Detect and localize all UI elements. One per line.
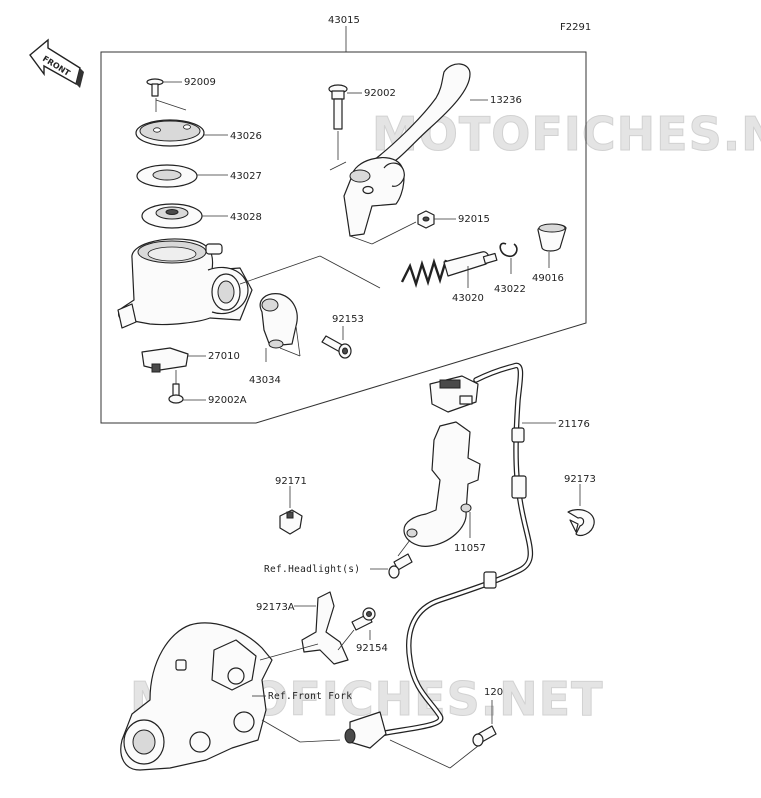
ref-headlight: Ref.Headlight(s) [264,539,413,579]
callout-43027: 43027 [230,171,262,182]
bracket-92173A: 92173A [256,591,349,665]
callout-92173: 92173 [564,474,596,485]
callout-43022: 43022 [494,284,526,295]
assembly-43015: 43015 [100,15,587,424]
callout-92015: 92015 [458,214,490,225]
bracket-11057: 11057 [403,421,486,554]
master-cylinder-body [117,238,381,329]
callout-43026: 43026 [230,131,262,142]
piston-43020: 43020 [400,251,498,304]
switch-27010: 27010 [141,347,240,373]
diaphragm-43028: 43028 [141,203,262,229]
callout-43034: 43034 [249,375,281,386]
front-arrow-icon: FRONT [29,38,84,88]
callout-27010: 27010 [208,351,240,362]
ref-front-fork: Ref.Front Fork [120,622,352,771]
callout-120: 120 [484,687,503,698]
plate-43027: 43027 [136,164,262,188]
callout-43020: 43020 [452,293,484,304]
callout-11057: 11057 [454,543,486,554]
clamp-92173: 92173 [564,474,596,537]
callout-21176: 21176 [558,419,590,430]
callout-92171: 92171 [275,476,307,487]
bolt-92153: 92153 [321,314,364,359]
lever-13236: 13236 [343,63,522,245]
cap-43026: 43026 [135,119,262,147]
callout-92154: 92154 [356,643,388,654]
clamp-43034: 43034 [249,293,301,386]
screw-92009: 92009 [146,77,216,112]
figure-code: F2291 [560,22,591,33]
callout-13236: 13236 [490,95,522,106]
screw-92002A: 92002A [168,370,247,406]
callout-92153: 92153 [332,314,364,325]
harness-21176: 21176 [344,362,590,749]
boot-49016: 49016 [532,223,567,284]
callout-92002A: 92002A [208,395,247,406]
circlip-43022: 43022 [494,242,526,295]
nut-92015: 92015 [417,210,490,229]
ref-headlight-label: Ref.Headlight(s) [264,564,360,575]
ref-front-fork-label: Ref.Front Fork [268,691,352,702]
callout-92009: 92009 [184,77,216,88]
callout-49016: 49016 [532,273,564,284]
bolt-92154: 92154 [337,607,388,654]
callout-43028: 43028 [230,212,262,223]
clip-92171: 92171 [275,476,307,535]
callout-92002: 92002 [364,88,396,99]
callout-43015: 43015 [328,15,360,26]
callout-92173A: 92173A [256,602,295,613]
pivot-bolt-92002: 92002 [328,84,396,171]
bolt-120: 120 [389,687,503,769]
